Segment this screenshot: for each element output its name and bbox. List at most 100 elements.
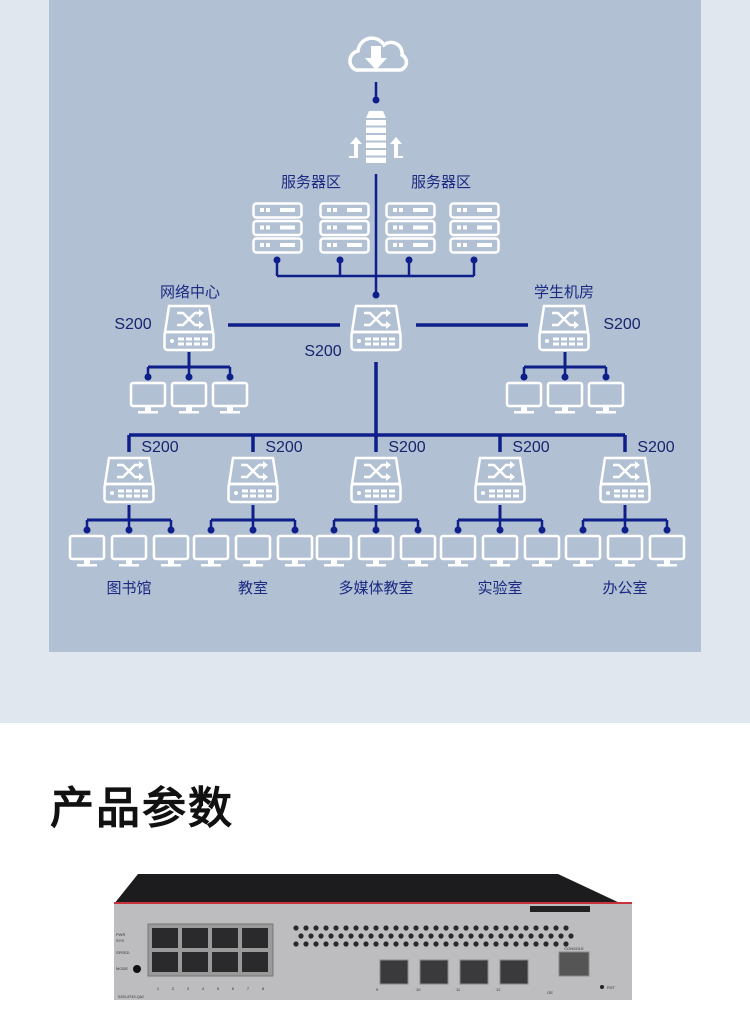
circle [234, 491, 238, 495]
circle [481, 491, 485, 495]
vent-hole [568, 933, 574, 939]
led-label: PWR [116, 932, 125, 937]
computer-monitor-icon [606, 534, 644, 567]
connection-dot [207, 526, 215, 534]
access-switch-icon [103, 456, 155, 504]
rect [258, 494, 264, 498]
connection-dot [621, 526, 629, 534]
vent-hole [433, 941, 439, 947]
rect [77, 564, 97, 567]
vent-hole [563, 925, 569, 931]
rect [622, 559, 628, 564]
path [241, 463, 265, 479]
rect [365, 342, 371, 346]
rect [389, 342, 395, 346]
computer-monitor-icon [152, 534, 190, 567]
vent-hole [513, 925, 519, 931]
rect [331, 559, 337, 564]
connection-dot [167, 526, 175, 534]
sfp-number: 10 [416, 987, 421, 992]
rect [258, 489, 264, 493]
access-switch-icon [599, 456, 651, 504]
rect [134, 494, 140, 498]
device-top [114, 874, 622, 904]
path [364, 463, 388, 479]
vent-hole [378, 933, 384, 939]
vent-hole [433, 925, 439, 931]
server-zone-label: 服务器区 [411, 174, 471, 191]
rect [347, 225, 362, 230]
rect [186, 337, 192, 341]
led-label: MODE [116, 966, 128, 971]
connection-dot [249, 526, 257, 534]
rect [413, 225, 428, 230]
connection-dot [330, 526, 338, 534]
area-label: 办公室 [602, 580, 647, 597]
computer-monitor-icon [68, 534, 106, 567]
brand-strip [530, 906, 590, 912]
computer-monitor-icon [523, 534, 561, 567]
rect [252, 219, 303, 237]
rect [324, 564, 344, 567]
rect [555, 411, 575, 414]
rect [252, 237, 303, 254]
rect [573, 564, 593, 567]
connection-dot [291, 526, 299, 534]
rect [250, 489, 256, 493]
vent-hole [418, 933, 424, 939]
rect [381, 337, 387, 341]
rect [614, 489, 620, 493]
rect [365, 489, 371, 493]
rect [373, 342, 379, 346]
connection-dot [405, 256, 413, 264]
path [117, 463, 141, 479]
rect [266, 243, 270, 247]
rect [250, 494, 256, 498]
rect [569, 337, 575, 341]
section-title: 产品参数 [50, 783, 234, 834]
rect [638, 494, 644, 498]
computer-monitor-icon [587, 381, 625, 414]
computer-monitor-icon [211, 381, 249, 414]
vent-hole [498, 933, 504, 939]
rect [350, 482, 402, 504]
rect [227, 406, 233, 411]
vent-hole [408, 933, 414, 939]
rect [110, 534, 148, 561]
rect [553, 337, 559, 341]
path [199, 309, 204, 329]
rect [201, 564, 221, 567]
rect [630, 494, 636, 498]
diagram-panel [49, 0, 701, 652]
rect [119, 564, 139, 567]
rect [393, 225, 397, 230]
connection-dot [496, 526, 504, 534]
vent-hole [438, 933, 444, 939]
rect [327, 243, 331, 247]
rj45-port [152, 952, 178, 972]
connection-dot [579, 526, 587, 534]
area-label: 图书馆 [106, 580, 151, 597]
rect [587, 381, 625, 408]
computer-monitor-icon [129, 381, 167, 414]
rect [562, 406, 568, 411]
circle [545, 339, 549, 343]
rect [455, 559, 461, 564]
rect [415, 559, 421, 564]
rect [389, 489, 395, 493]
connection-dot [372, 526, 380, 534]
rect [192, 534, 230, 561]
cloud-download-icon [348, 36, 409, 72]
circle [357, 491, 361, 495]
vent-hole [473, 925, 479, 931]
rect [276, 534, 314, 561]
rect [186, 342, 192, 346]
circle [357, 339, 361, 343]
zone-label: 网络中心 [160, 284, 220, 301]
rect [243, 564, 263, 567]
rect [505, 494, 511, 498]
path [613, 463, 637, 479]
rect [266, 489, 272, 493]
access-switch-icon [227, 456, 279, 504]
